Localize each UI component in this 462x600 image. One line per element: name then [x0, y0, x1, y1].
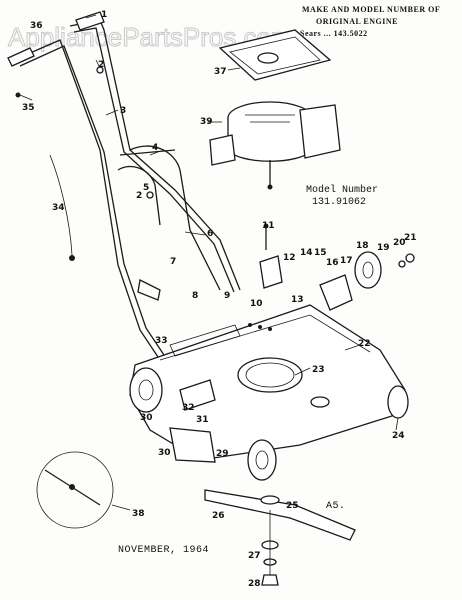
model-number-value: 131.91062 [312, 197, 366, 208]
wheel-front-left [247, 439, 277, 481]
callout-28: 28 [248, 579, 261, 589]
mower-deck [129, 304, 406, 461]
callout-22: 22 [358, 339, 371, 349]
callout-13: 13 [291, 295, 304, 305]
deck-label-plate [169, 324, 241, 357]
header-line-2: ORIGINAL ENGINE [316, 17, 398, 26]
callout-31: 31 [196, 415, 209, 425]
page-code: A5. [326, 501, 346, 512]
right-grip [75, 11, 105, 31]
callout-25: 25 [286, 501, 299, 511]
revision-date: NOVEMBER, 1964 [118, 545, 209, 556]
blade-adapter [260, 495, 280, 505]
callout-35: 35 [22, 103, 35, 113]
callout-34: 34 [52, 203, 65, 213]
callout-5: 5 [143, 183, 149, 193]
model-number-label: Model Number [306, 184, 378, 196]
handle-left-rail [13, 39, 161, 361]
hub-cap [398, 260, 406, 268]
lower-handle [129, 145, 221, 291]
callout-39: 39 [200, 117, 213, 127]
callout-2b: 2 [136, 191, 142, 201]
callout-7: 7 [170, 257, 176, 267]
callout-19: 19 [377, 243, 390, 253]
left-grip [7, 47, 35, 67]
callout-18: 18 [356, 241, 369, 251]
header-line-1: MAKE AND MODEL NUMBER OF [302, 5, 440, 14]
callout-12: 12 [283, 253, 296, 263]
callout-16: 16 [326, 258, 339, 268]
callout-30: 30 [158, 448, 171, 458]
callout-38: 38 [132, 509, 145, 519]
wheels [129, 251, 409, 481]
callout-14: 14 [300, 248, 313, 258]
height-adjuster [319, 274, 353, 311]
blade-bolt [261, 574, 279, 586]
handle-bracket [137, 279, 161, 301]
callout-15: 15 [314, 248, 327, 258]
callout-23: 23 [312, 365, 325, 375]
inset-circle [36, 451, 114, 529]
cutting-blade [204, 489, 356, 541]
blade-stack [204, 489, 356, 586]
callout-10: 10 [250, 299, 263, 309]
inset-detail [36, 451, 131, 529]
callout-26: 26 [212, 511, 225, 521]
callout-24: 24 [392, 431, 405, 441]
callout-33: 33 [155, 336, 168, 346]
engine [209, 101, 341, 190]
handle-assembly [7, 11, 241, 361]
header-line-3: Sears ... 143.5022 [300, 29, 368, 38]
callout-29: 29 [216, 449, 229, 459]
cable-clip [19, 94, 33, 101]
fuel-tank [299, 104, 341, 159]
callout-11: 11 [262, 221, 275, 231]
callout-36: 36 [30, 21, 43, 31]
handle-bolt [96, 66, 104, 74]
callout-4: 4 [152, 143, 158, 153]
cross-brace [119, 149, 176, 156]
replacement-wheel [354, 251, 382, 289]
deflector-plate [169, 427, 216, 463]
callout-labels: 1 2 3 4 5 2 6 7 8 9 10 11 12 13 14 15 16… [22, 10, 417, 589]
callout-8: 8 [192, 291, 198, 301]
callout-37: 37 [214, 67, 227, 77]
engine-block [227, 118, 313, 162]
wheel-rear-left [129, 367, 163, 413]
callout-6: 6 [207, 229, 213, 239]
callout-17: 17 [340, 256, 353, 266]
deck-engine-opening [237, 357, 303, 393]
callout-1: 1 [101, 10, 107, 20]
air-cleaner [209, 134, 236, 166]
callout-3: 3 [120, 106, 126, 116]
callout-27: 27 [248, 551, 261, 561]
callout-20: 20 [393, 238, 406, 248]
control-cable [49, 154, 73, 256]
callout-30b: 30 [140, 413, 153, 423]
callout-21: 21 [404, 233, 417, 243]
callout-32: 32 [182, 403, 195, 413]
callout-2: 2 [98, 60, 104, 70]
leader-lines [85, 14, 399, 431]
wheel-bracket [259, 255, 283, 289]
callout-9: 9 [224, 291, 230, 301]
deck-emblem [310, 396, 330, 408]
discharge-chute [179, 379, 216, 411]
wheel-front-right [387, 385, 409, 419]
